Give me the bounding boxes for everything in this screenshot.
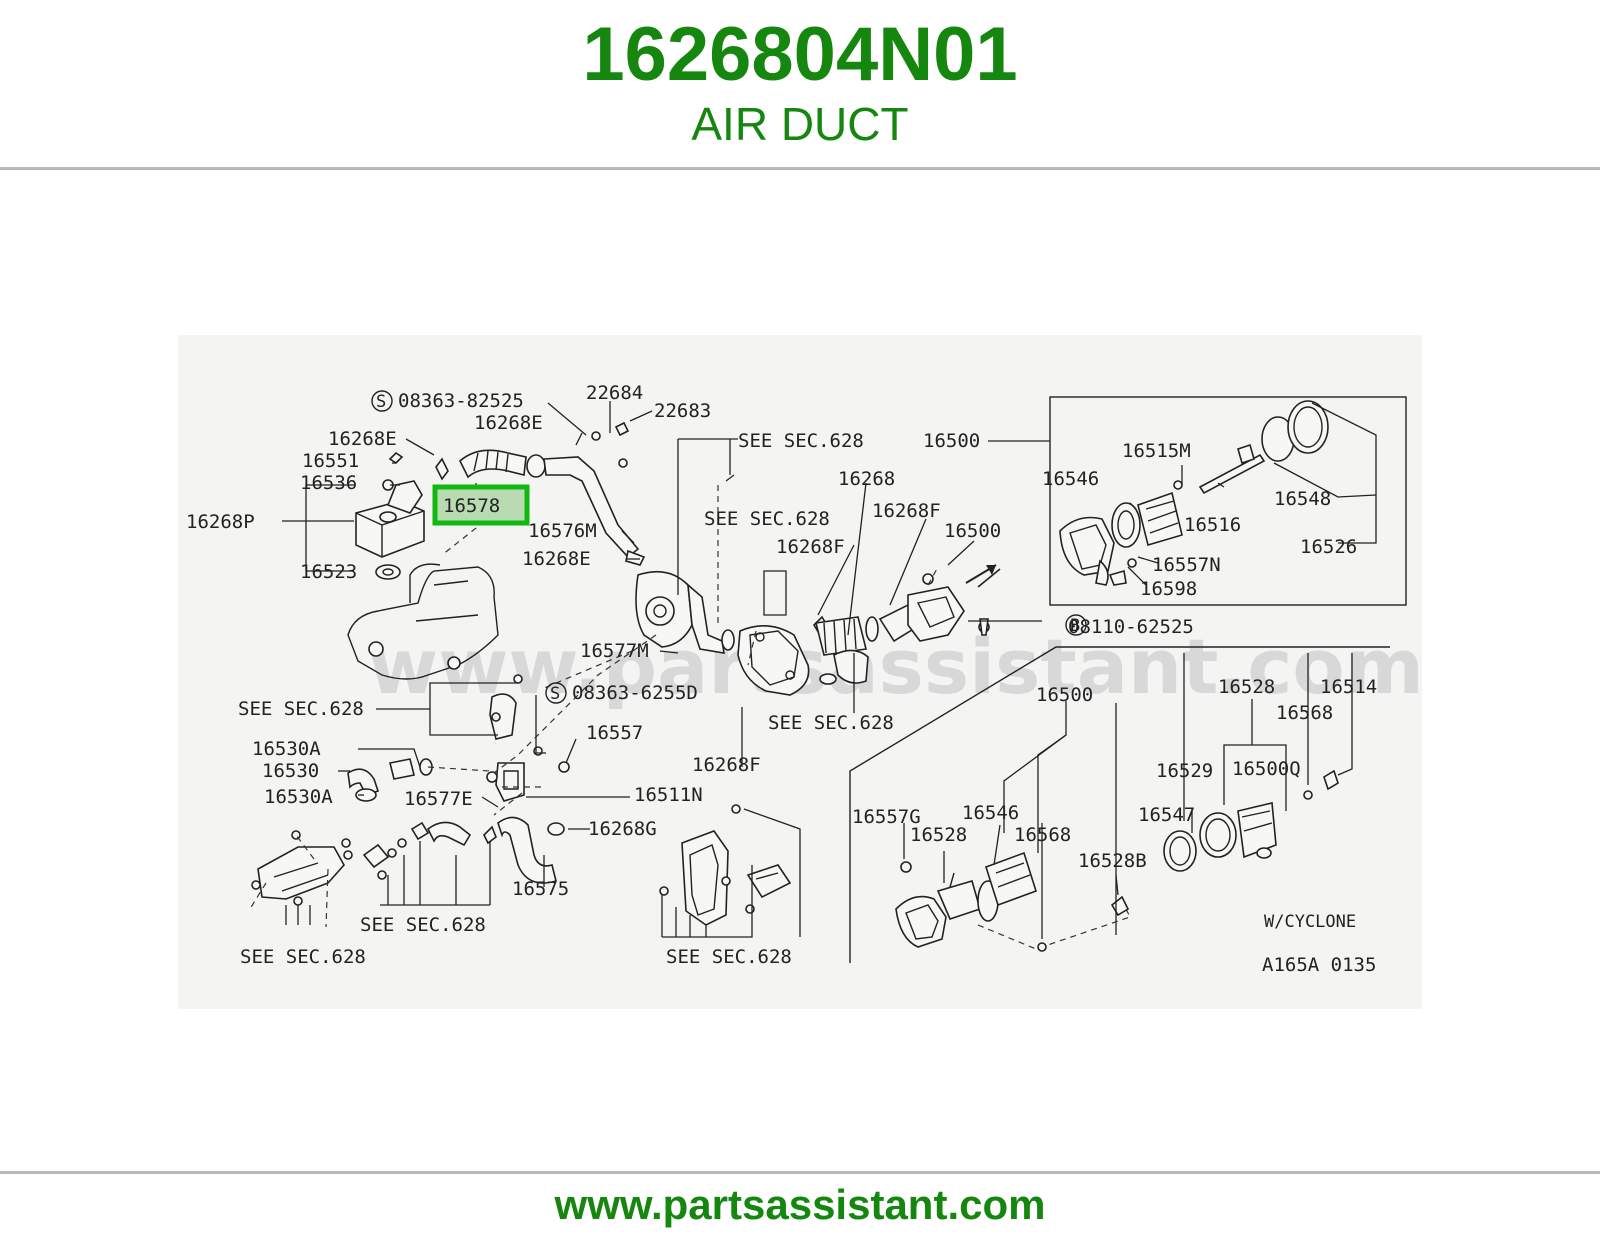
label-see-sec-628-b: SEE SEC.628 — [704, 508, 830, 530]
label-see-sec-628-e: SEE SEC.628 — [360, 914, 486, 936]
highlight-box-16578[interactable] — [432, 484, 530, 526]
label-16515M: 16515M — [1122, 440, 1191, 462]
arrow-head — [986, 565, 996, 575]
label-see-sec-628-c: SEE SEC.628 — [238, 698, 364, 720]
label-08363-82525: 08363-82525 — [398, 390, 524, 412]
label-see-sec-628-a: SEE SEC.628 — [738, 430, 864, 452]
inset-air-cleaner-detail — [988, 396, 1407, 606]
label-16268E-mid: 16268E — [522, 548, 591, 570]
label-16528B: 16528B — [1078, 850, 1147, 872]
label-16500-main: 16500 — [944, 520, 1001, 542]
footer-website-link[interactable]: www.partsassistant.com — [554, 1181, 1046, 1228]
variant-note: W/CYCLONE — [1264, 912, 1356, 932]
label-16500Q: 16500Q — [1232, 758, 1301, 780]
label-16575: 16575 — [512, 878, 569, 900]
label-16528-top: 16528 — [1218, 676, 1275, 698]
label-16557N: 16557N — [1152, 554, 1221, 576]
label-16568-low: 16568 — [1014, 824, 1071, 846]
label-08110-62525: 08110-62525 — [1068, 616, 1194, 638]
label-16526: 16526 — [1300, 536, 1357, 558]
air-cleaner-drawing — [721, 568, 1001, 696]
parts-diagram: www.partsassistant.com — [178, 335, 1422, 1009]
label-16268P: 16268P — [186, 511, 255, 533]
label-see-sec-628-f: SEE SEC.628 — [240, 946, 366, 968]
label-16268E-top: 16268E — [474, 412, 543, 434]
label-see-sec-628-d: SEE SEC.628 — [768, 712, 894, 734]
bracket-drawing — [251, 821, 497, 906]
label-16577M: 16577M — [580, 640, 649, 662]
label-16568-top: 16568 — [1276, 702, 1333, 724]
label-16557G: 16557G — [852, 806, 921, 828]
label-16523: 16523 — [300, 561, 357, 583]
label-16268: 16268 — [838, 468, 895, 490]
label-16268G: 16268G — [588, 818, 657, 840]
label-16268F-right: 16268F — [872, 500, 941, 522]
s-symbol-letter: S — [376, 392, 386, 412]
label-16578-highlighted[interactable]: 16578 — [443, 495, 500, 517]
s-symbol-circle — [371, 390, 393, 412]
label-16268F-mid: 16268F — [776, 536, 845, 558]
lower-hoses-drawing — [347, 674, 570, 884]
resonator-assembly-drawing — [355, 451, 425, 580]
label-16576M: 16576M — [528, 520, 597, 542]
label-see-sec-628-g: SEE SEC.628 — [666, 946, 792, 968]
s-symbol-letter-2: S — [550, 684, 560, 704]
label-22683: 22683 — [654, 400, 711, 422]
label-16500-inset: 16500 — [923, 430, 980, 452]
label-16598: 16598 — [1140, 578, 1197, 600]
label-16500-cyclone: 16500 — [1036, 684, 1093, 706]
label-16530A-bottom: 16530A — [264, 786, 333, 808]
label-08363-6255D: 08363-6255D — [572, 682, 698, 704]
label-16547: 16547 — [1138, 804, 1195, 826]
label-16536: 16536 — [300, 472, 357, 494]
label-16268F-low: 16268F — [692, 754, 761, 776]
label-16514: 16514 — [1320, 676, 1377, 698]
label-16530A-top: 16530A — [252, 738, 321, 760]
cyclone-variant-section — [849, 646, 1390, 963]
support-plate-drawing — [659, 804, 792, 926]
label-16268E-left: 16268E — [328, 428, 397, 450]
label-16546-inset: 16546 — [1042, 468, 1099, 490]
parts-diagram-svg: www.partsassistant.com — [186, 382, 1422, 976]
label-16577E: 16577E — [404, 788, 473, 810]
engine-block-drawing — [347, 563, 499, 680]
label-16528-low: 16528 — [910, 824, 967, 846]
label-16511N: 16511N — [634, 784, 703, 806]
s-symbol-circle-2 — [545, 682, 567, 704]
label-16548: 16548 — [1274, 488, 1331, 510]
part-labels: 08363-82525 22684 22683 16268E 16268E 16… — [186, 382, 1377, 976]
b-symbol-letter: B — [1070, 616, 1080, 636]
label-16529: 16529 — [1156, 760, 1213, 782]
footer-divider — [0, 1171, 1600, 1174]
part-number-title: 1626804N01 — [582, 12, 1018, 97]
label-16546-cyclone: 16546 — [962, 802, 1019, 824]
header: 1626804N01 AIR DUCT — [0, 0, 1600, 168]
label-16516: 16516 — [1184, 514, 1241, 536]
label-16557: 16557 — [586, 722, 643, 744]
air-duct-drawing — [435, 421, 646, 566]
label-16530: 16530 — [262, 760, 319, 782]
label-22684: 22684 — [586, 382, 643, 404]
part-name-subtitle: AIR DUCT — [691, 98, 909, 150]
figure-code: A165A 0135 — [1262, 954, 1376, 976]
label-16551: 16551 — [302, 450, 359, 472]
b-symbol-circle — [1065, 614, 1087, 636]
header-divider — [0, 167, 1600, 170]
